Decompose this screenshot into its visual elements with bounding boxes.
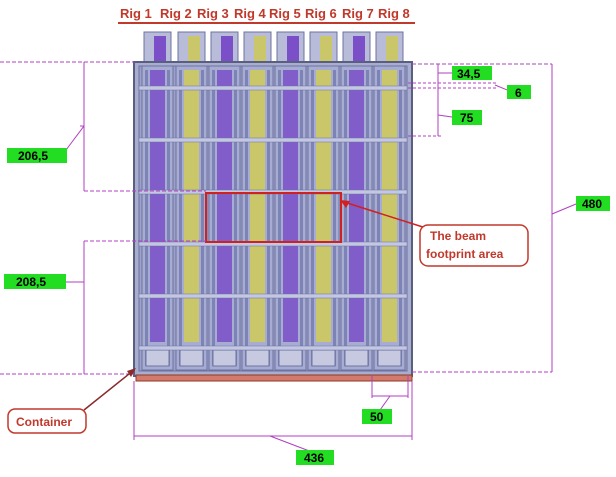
rig-label-8: Rig 8 bbox=[378, 6, 410, 21]
dim-436: 436 bbox=[304, 451, 324, 465]
dim-206-5: 206,5 bbox=[18, 149, 48, 163]
rig-side-rod-left-1 bbox=[145, 70, 148, 366]
rig-rod-8 bbox=[382, 70, 397, 342]
rig-side-rod-right-6 bbox=[333, 70, 336, 366]
rig-rod-5 bbox=[283, 70, 298, 342]
rig-side-rod-right-5 bbox=[300, 70, 303, 366]
rig-top-rod-1 bbox=[154, 36, 166, 62]
rig-foot-4 bbox=[245, 349, 270, 367]
rig-side-rod-left-7 bbox=[344, 70, 347, 366]
dim-75: 75 bbox=[460, 111, 474, 125]
container-base bbox=[135, 374, 413, 382]
rig-foot-2 bbox=[179, 349, 204, 367]
rig-side-rod-left-3 bbox=[212, 70, 215, 366]
beam-callout-line1: The beam bbox=[430, 229, 486, 243]
rig-side-rod-left-2 bbox=[179, 70, 182, 366]
rig-side-rod-right-2 bbox=[201, 70, 204, 366]
rig-top-rod-7 bbox=[353, 36, 365, 62]
cross-bar-5 bbox=[138, 293, 408, 299]
dimension-lines bbox=[0, 61, 577, 453]
rig-top-rod-4 bbox=[254, 36, 266, 62]
cross-bar-6 bbox=[138, 345, 408, 351]
cross-bar-2 bbox=[138, 137, 408, 143]
beam-footprint-rect bbox=[205, 192, 342, 243]
dim-6: 6 bbox=[515, 86, 522, 100]
rig-side-rod-left-6 bbox=[311, 70, 314, 366]
dim-208-5: 208,5 bbox=[16, 275, 46, 289]
dim-34-5: 34,5 bbox=[457, 67, 481, 81]
rig-foot-5 bbox=[278, 349, 303, 367]
rig-side-rod-right-8 bbox=[399, 70, 402, 366]
rig-tops bbox=[143, 31, 404, 63]
container-callout-label: Container bbox=[16, 415, 72, 429]
rig-labels: Rig 1 Rig 2 Rig 3 Rig 4 Rig 5 Rig 6 Rig … bbox=[120, 6, 410, 21]
rig-label-7: Rig 7 bbox=[342, 6, 374, 21]
dim-480: 480 bbox=[582, 197, 602, 211]
beam-callout-line2: footprint area bbox=[426, 247, 504, 261]
dimension-labels: 34,5 6 75 206,5 208,5 480 50 436 bbox=[4, 66, 610, 465]
rig-top-rod-8 bbox=[386, 36, 398, 62]
container-callout: Container bbox=[7, 368, 136, 434]
rig-side-rod-right-3 bbox=[234, 70, 237, 366]
rig-rod-4 bbox=[250, 70, 265, 342]
rig-label-5: Rig 5 bbox=[269, 6, 301, 21]
cross-bar-1 bbox=[138, 85, 408, 91]
rig-rod-1 bbox=[150, 70, 165, 342]
rig-side-rod-right-7 bbox=[366, 70, 369, 366]
rig-side-rod-left-8 bbox=[377, 70, 380, 366]
rig-rod-3 bbox=[217, 70, 232, 342]
rig-top-rod-6 bbox=[320, 36, 332, 62]
rig-top-rod-2 bbox=[188, 36, 200, 62]
rig-label-4: Rig 4 bbox=[234, 6, 267, 21]
rig-top-rod-3 bbox=[221, 36, 233, 62]
rig-side-rod-right-1 bbox=[167, 70, 170, 366]
rig-label-3: Rig 3 bbox=[197, 6, 229, 21]
dim-50: 50 bbox=[370, 410, 384, 424]
rig-foot-7 bbox=[344, 349, 369, 367]
rig-label-6: Rig 6 bbox=[305, 6, 337, 21]
beam-footprint-callout: The beam footprint area bbox=[340, 200, 529, 267]
rig-side-rod-left-4 bbox=[245, 70, 248, 366]
rig-top-rod-5 bbox=[287, 36, 299, 62]
rig-foot-1 bbox=[145, 349, 170, 367]
rig-label-1: Rig 1 bbox=[120, 6, 152, 21]
rig-foot-6 bbox=[311, 349, 336, 367]
rig-foot-8 bbox=[377, 349, 402, 367]
rig-side-rod-left-5 bbox=[278, 70, 281, 366]
rig-side-rod-right-4 bbox=[267, 70, 270, 366]
rig-rod-6 bbox=[316, 70, 331, 342]
rig-rod-2 bbox=[184, 70, 199, 342]
rig-foot-3 bbox=[212, 349, 237, 367]
rig-columns bbox=[141, 65, 406, 371]
rig-label-2: Rig 2 bbox=[160, 6, 192, 21]
